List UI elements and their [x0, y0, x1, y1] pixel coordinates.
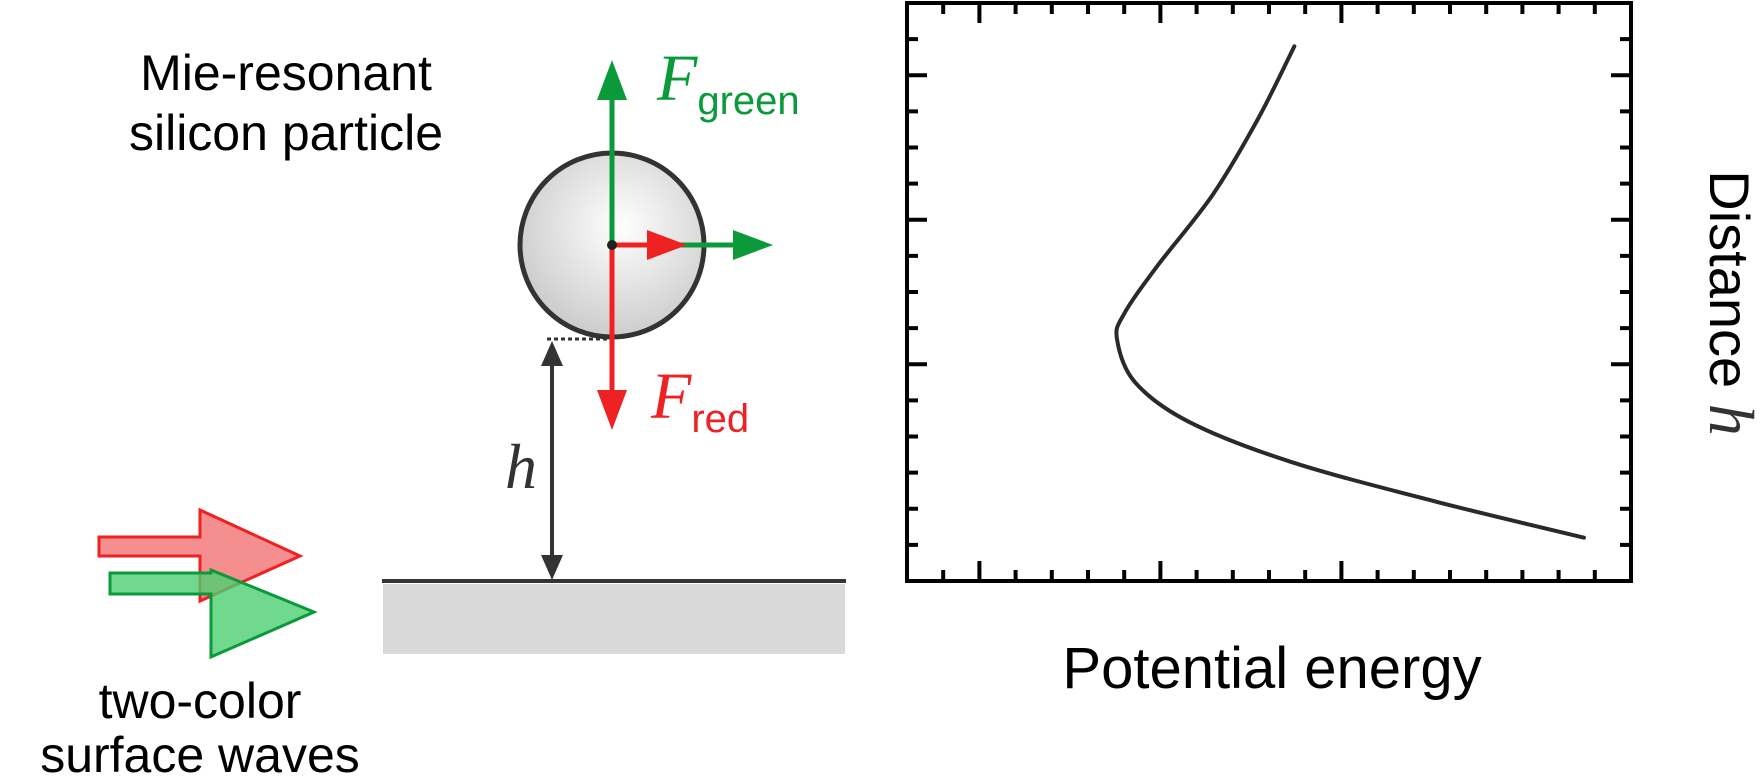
red-force-right-arrowhead: [647, 230, 687, 260]
waves-label-line1: two-color: [99, 673, 302, 729]
green-force-right-arrowhead: [733, 230, 773, 260]
y-axis-label: Distance h: [1696, 170, 1761, 435]
axis-ticks: [907, 3, 1631, 581]
x-axis-label: Potential energy: [1062, 636, 1481, 701]
green-wave-arrow: [108, 567, 318, 660]
potential-curve: [1114, 44, 1586, 540]
red-force-label: Fred: [650, 360, 749, 441]
height-symbol: h: [505, 431, 537, 502]
plot-frame: [905, 1, 1633, 583]
red-force-down-arrowhead: [597, 390, 627, 430]
particle-center-dot: [607, 240, 617, 250]
particle-label-line2: silicon particle: [129, 105, 443, 161]
substrate: [383, 584, 845, 654]
green-force-label: Fgreen: [656, 42, 800, 123]
height-arrow-down-head: [541, 555, 563, 580]
green-force-up-arrowhead: [597, 60, 627, 100]
height-arrow-up-head: [541, 341, 563, 366]
potential-energy-chart: Potential energy Distance h: [905, 1, 1761, 701]
red-wave-arrow: [97, 507, 304, 604]
particle-label-line1: Mie-resonant: [140, 45, 432, 101]
waves-label-line2: surface waves: [40, 727, 360, 778]
